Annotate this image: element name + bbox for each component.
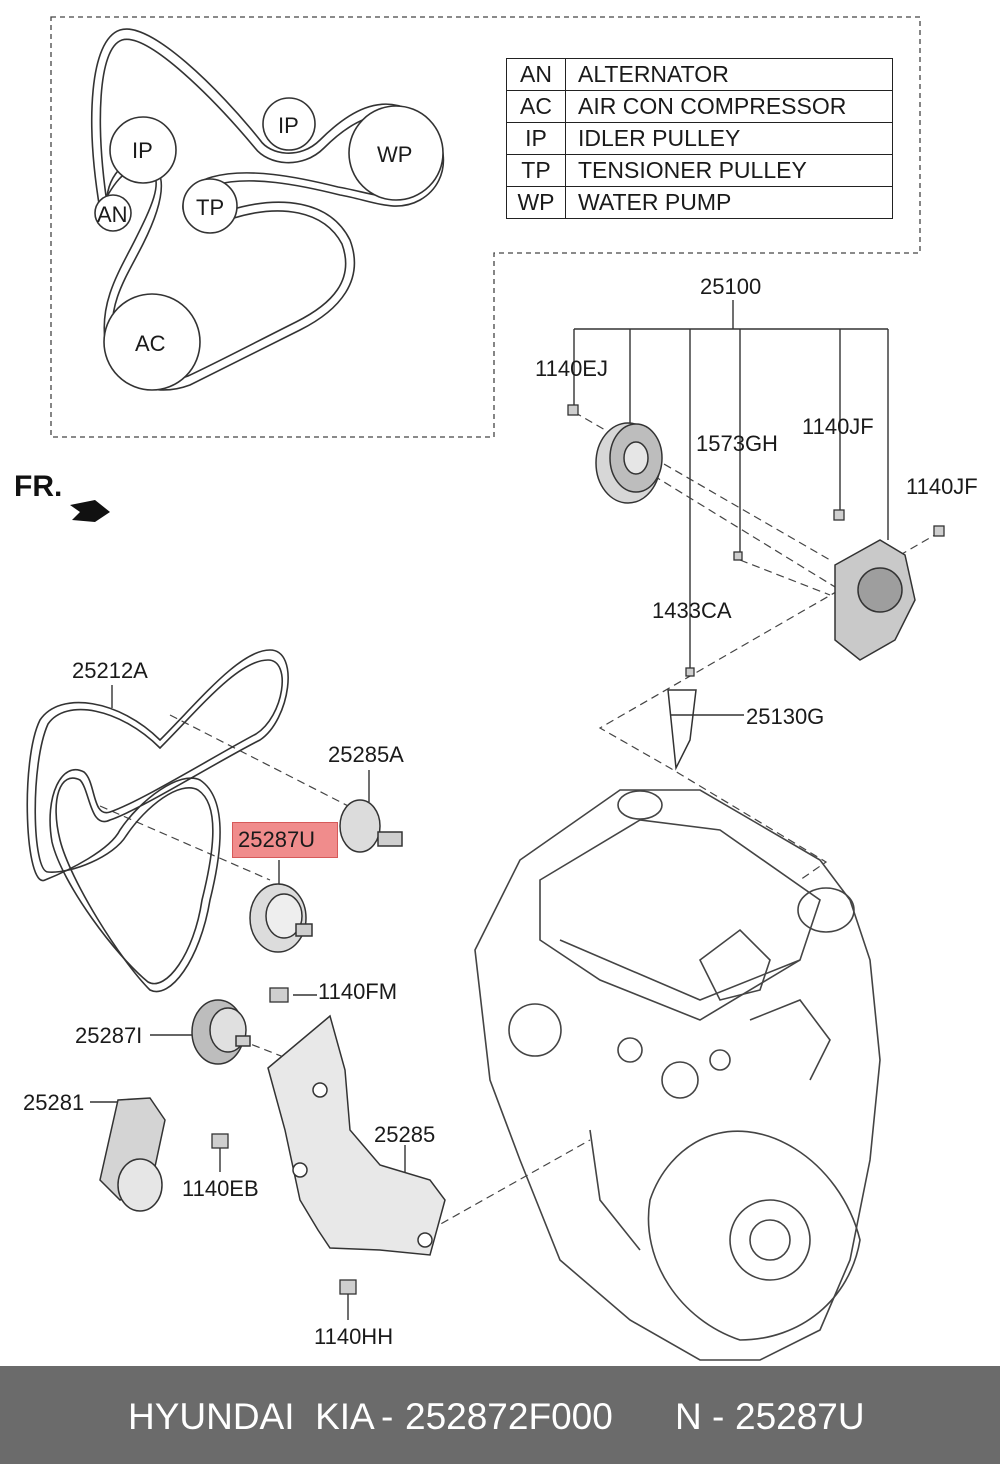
idler-pulley-25285A [339, 799, 403, 853]
legend-name: AIR CON COMPRESSOR [565, 90, 893, 123]
part-label[interactable]: 1140EB [182, 1176, 259, 1201]
part-label[interactable]: 1140EJ [535, 356, 608, 381]
highlighted-part-label[interactable]: 25287U [238, 827, 316, 852]
legend-name: WATER PUMP [565, 186, 893, 219]
part-label[interactable]: 1433CA [652, 598, 732, 623]
legend-code: TP [506, 154, 566, 187]
water-pump-pulley [595, 422, 663, 504]
footer-separator: - [381, 1396, 394, 1437]
part-label[interactable]: 1140JF [802, 414, 874, 439]
pulley-label-tp: TP [196, 195, 225, 220]
part-label[interactable]: 1140FM [318, 979, 398, 1004]
footer-separator: - [712, 1396, 725, 1437]
highlight-box [232, 822, 338, 858]
part-label[interactable]: 1573GH [696, 431, 778, 456]
part-label[interactable]: 25285 [374, 1122, 436, 1147]
fr-arrow-icon [70, 500, 110, 522]
parts-diagram [26, 16, 945, 1361]
footer-part-number: 252872F000 [405, 1396, 613, 1437]
idler-pulley-25287U [249, 883, 313, 953]
legend-code: WP [506, 186, 566, 219]
part-label[interactable]: 25130G [746, 704, 825, 729]
legend-name: IDLER PULLEY [565, 122, 893, 155]
bracket-25285 [267, 1014, 446, 1256]
part-label[interactable]: 1140JF [906, 474, 978, 499]
pulley-label-ac: AC [135, 331, 166, 356]
gasket [667, 689, 697, 771]
part-label[interactable]: 25287I [75, 1023, 143, 1048]
pulley-label-wp: WP [377, 142, 413, 167]
part-label[interactable]: 25285A [328, 742, 404, 767]
bolts [211, 404, 945, 1295]
tensioner-25281 [99, 1097, 166, 1212]
pulley-label-an: AN [97, 202, 128, 227]
legend-name: ALTERNATOR [565, 58, 893, 91]
part-label[interactable]: 25281 [23, 1090, 85, 1115]
part-label[interactable]: 25212A [72, 658, 148, 683]
legend-code: AC [506, 90, 566, 123]
leader-lines [90, 300, 889, 1320]
idler-pulley-25287I [191, 999, 251, 1065]
legend-name: TENSIONER PULLEY [565, 154, 893, 187]
legend-code: IP [506, 122, 566, 155]
water-pump-body [834, 539, 916, 661]
pulley-label-ip: IP [278, 113, 299, 138]
belt-pulleys [94, 97, 444, 391]
footer-brand: HYUNDAI KIA [128, 1396, 375, 1437]
part-label[interactable]: 25100 [700, 274, 762, 299]
footer-ref-number: 25287U [735, 1396, 865, 1437]
legend-code: AN [506, 58, 566, 91]
footer-n-label: N [675, 1396, 702, 1437]
drive-belt [26, 649, 289, 993]
inset-frame [50, 16, 921, 438]
part-label[interactable]: 1140HH [314, 1324, 394, 1349]
footer-bar: HYUNDAI KIA - 252872F000 N - 25287U [0, 1366, 1000, 1464]
pulley-label-ip: IP [132, 138, 153, 163]
engine-block [474, 789, 881, 1361]
front-direction-label: FR. [14, 470, 63, 503]
assembly-lines [99, 411, 941, 1231]
